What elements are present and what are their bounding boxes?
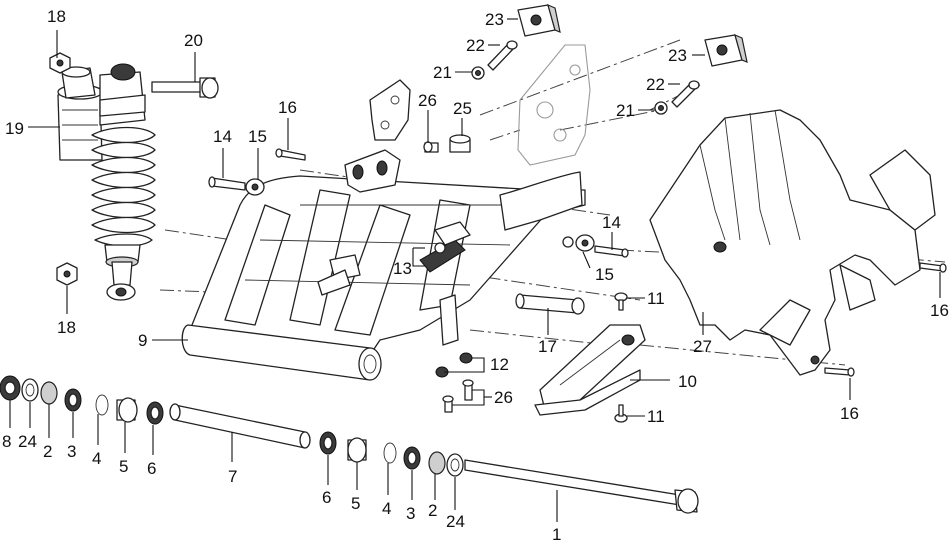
- bolt-22-right: [671, 80, 700, 108]
- shock-mount-bracket: [344, 79, 411, 193]
- callout-14-a: 14: [213, 127, 232, 146]
- spacer-15-left: [245, 178, 265, 196]
- callout-9: 9: [138, 331, 147, 350]
- washer-21-right: [654, 101, 668, 115]
- bushing-25: [449, 134, 471, 153]
- callout-10: 10: [678, 372, 697, 391]
- callout-23-b: 23: [668, 46, 687, 65]
- callout-2-a: 2: [43, 442, 52, 461]
- nuts-12: [435, 352, 473, 378]
- bolt-14-left: [208, 176, 246, 191]
- shock-spring: [91, 126, 156, 247]
- bolt-11-bottom: [614, 404, 628, 423]
- callout-8: 8: [2, 432, 11, 451]
- callout-20: 20: [184, 31, 203, 50]
- callout-13: 13: [393, 259, 412, 278]
- leader-lines: [9, 18, 941, 522]
- callout-11-b: 11: [647, 407, 665, 426]
- callout-24-a: 24: [18, 432, 37, 451]
- clamp-23-left: [517, 3, 561, 37]
- callout-26-b: 26: [494, 388, 513, 407]
- brake-plate-outline: [517, 44, 591, 166]
- bolt-22-left: [487, 40, 518, 71]
- callout-18-bottom: 18: [57, 318, 76, 337]
- bolt-14-right: [594, 245, 629, 258]
- callout-16-a: 16: [278, 98, 297, 117]
- shock-absorber: [57, 63, 156, 301]
- nut-18-top: [49, 52, 71, 74]
- callout-18-top: 18: [47, 7, 66, 26]
- callout-15-a: 15: [248, 127, 267, 146]
- callout-1: 1: [552, 525, 561, 544]
- spacer-15-right: [575, 234, 595, 252]
- callout-3-b: 3: [406, 504, 415, 523]
- callout-3-a: 3: [67, 442, 76, 461]
- washer-small: [562, 236, 574, 248]
- callout-25: 25: [453, 99, 472, 118]
- bolt-20: [151, 77, 219, 99]
- callout-6-a: 6: [147, 459, 156, 478]
- callout-21-b: 21: [616, 101, 635, 120]
- callout-21-a: 21: [433, 63, 452, 82]
- callout-17: 17: [538, 337, 557, 356]
- bolt-16-top: [275, 148, 306, 161]
- callout-4-b: 4: [382, 499, 391, 518]
- nut-18-bottom: [56, 262, 78, 286]
- pads-13: [419, 221, 471, 273]
- callout-16-b: 16: [930, 301, 949, 320]
- callout-22-a: 22: [466, 36, 485, 55]
- clamp-23-right: [704, 33, 748, 67]
- callout-26-a: 26: [418, 91, 437, 110]
- callout-7: 7: [228, 467, 237, 486]
- callout-14-b: 14: [602, 213, 621, 232]
- axle-assembly: [0, 375, 699, 514]
- callout-27: 27: [693, 337, 712, 356]
- callout-24-b: 24: [446, 512, 465, 531]
- spacer-17: [515, 293, 585, 315]
- callout-22-b: 22: [646, 75, 665, 94]
- washer-21-left: [471, 66, 485, 80]
- callout-5-a: 5: [119, 457, 128, 476]
- callout-5-b: 5: [351, 494, 360, 513]
- bolt-11-top: [614, 292, 628, 311]
- bolt-16-right: [919, 262, 947, 273]
- callout-labels: 18 20 19 16 14 15 23 22 21 26 25 23 22 2…: [2, 7, 949, 544]
- callout-2-b: 2: [428, 501, 437, 520]
- callout-19: 19: [5, 119, 24, 138]
- callout-6-b: 6: [322, 488, 331, 507]
- bolt-26-top: [423, 141, 439, 153]
- callout-4-a: 4: [92, 449, 101, 468]
- bolt-16-lower: [824, 367, 855, 377]
- rear-hugger-27: [649, 109, 936, 376]
- bolts-26-lower: [442, 379, 474, 413]
- callout-12: 12: [490, 355, 509, 374]
- callout-23-a: 23: [485, 10, 504, 29]
- swingarm-frame: [181, 171, 586, 381]
- callout-15-b: 15: [595, 265, 614, 284]
- callout-16-c: 16: [840, 404, 859, 423]
- callout-11-a: 11: [647, 289, 665, 308]
